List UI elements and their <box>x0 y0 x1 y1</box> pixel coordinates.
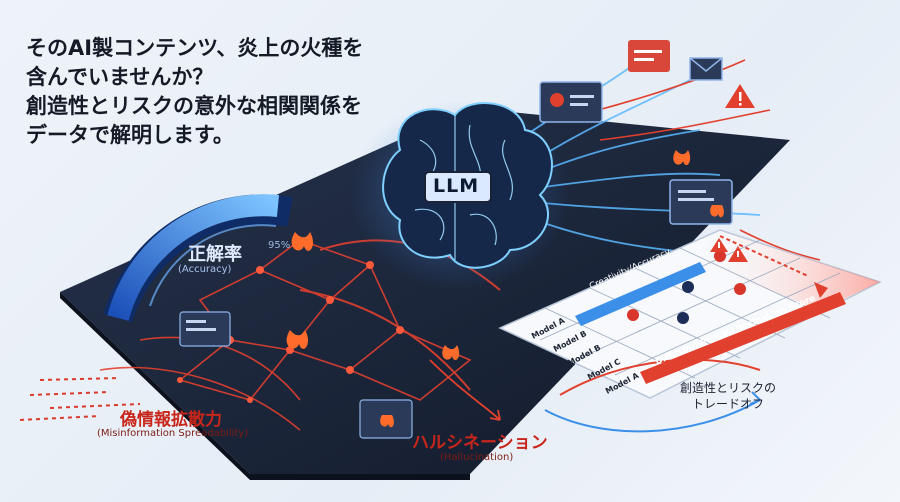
chart-point <box>682 281 694 293</box>
warning-icon <box>725 84 755 108</box>
document-icon <box>359 399 413 439</box>
misinformation-label: 偽情報拡散力 <box>120 410 222 430</box>
chart-point <box>714 250 726 262</box>
hallucination-label: ハルシネーション <box>412 433 548 453</box>
accuracy-label: 正解率 <box>188 244 242 265</box>
tradeoff-caption: 創造性とリスクの トレードオフ <box>668 380 788 412</box>
warning-icon <box>728 246 748 262</box>
chart-point <box>734 283 746 295</box>
tradeoff-chart-panel <box>498 229 882 399</box>
accuracy-gauge <box>103 194 293 323</box>
flame-icon <box>286 150 691 361</box>
hallucination-sublabel: (Hallucination) <box>440 452 514 463</box>
tradeoff-arrows <box>544 358 761 433</box>
warning-panel <box>628 40 670 72</box>
warning-icon <box>710 238 728 252</box>
headline: そのAI製コンテンツ、炎上の火種を 含んでいませんか？ 創造性とリスクの意外な相… <box>26 36 364 147</box>
accuracy-sublabel: (Accuracy) <box>178 264 232 275</box>
user-card-icon <box>539 81 603 123</box>
chart-point <box>677 312 689 324</box>
document-icon <box>179 311 231 347</box>
platform <box>60 108 790 474</box>
accuracy-percent: 95% <box>268 240 291 251</box>
chart-point <box>627 309 639 321</box>
tradeoff-caption-line2: トレードオフ <box>691 397 764 411</box>
misinformation-sublabel: (Misinformation Spreadability) <box>97 428 249 439</box>
brain-icon <box>350 100 570 290</box>
tradeoff-caption-line1: 創造性とリスクの <box>679 381 776 395</box>
document-icon <box>669 179 733 225</box>
mail-icon <box>689 57 723 81</box>
llm-label: LLM <box>433 175 480 197</box>
